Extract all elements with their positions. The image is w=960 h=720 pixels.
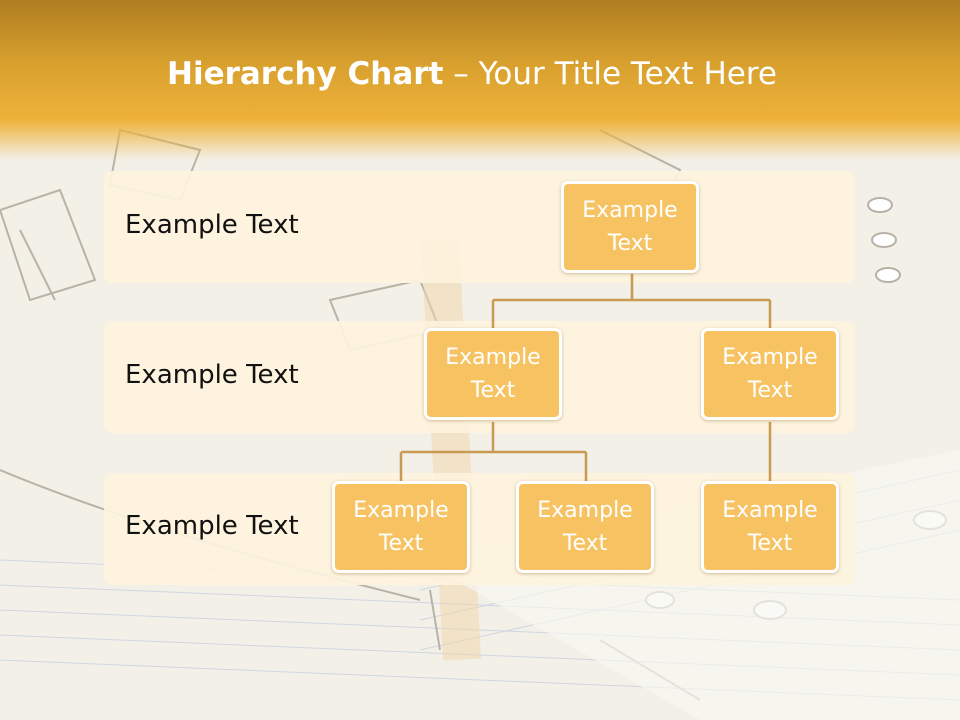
slide-title: Hierarchy Chart – Your Title Text Here xyxy=(0,56,944,92)
level-1-label: Example Text xyxy=(125,210,299,240)
level-2-label: Example Text xyxy=(125,360,299,390)
level-3-label: Example Text xyxy=(125,511,299,541)
title-dash: – xyxy=(443,56,479,92)
node-level2-left: Example Text xyxy=(424,328,562,420)
node-level3-middle: Example Text xyxy=(516,481,654,573)
node-level3-left: Example Text xyxy=(332,481,470,573)
title-band xyxy=(0,0,960,160)
title-bold-part: Hierarchy Chart xyxy=(167,56,444,92)
node-level2-right: Example Text xyxy=(701,328,839,420)
title-rest: Your Title Text Here xyxy=(478,56,777,92)
level-band-1 xyxy=(104,171,855,283)
node-root: Example Text xyxy=(561,181,699,273)
node-level3-right: Example Text xyxy=(701,481,839,573)
